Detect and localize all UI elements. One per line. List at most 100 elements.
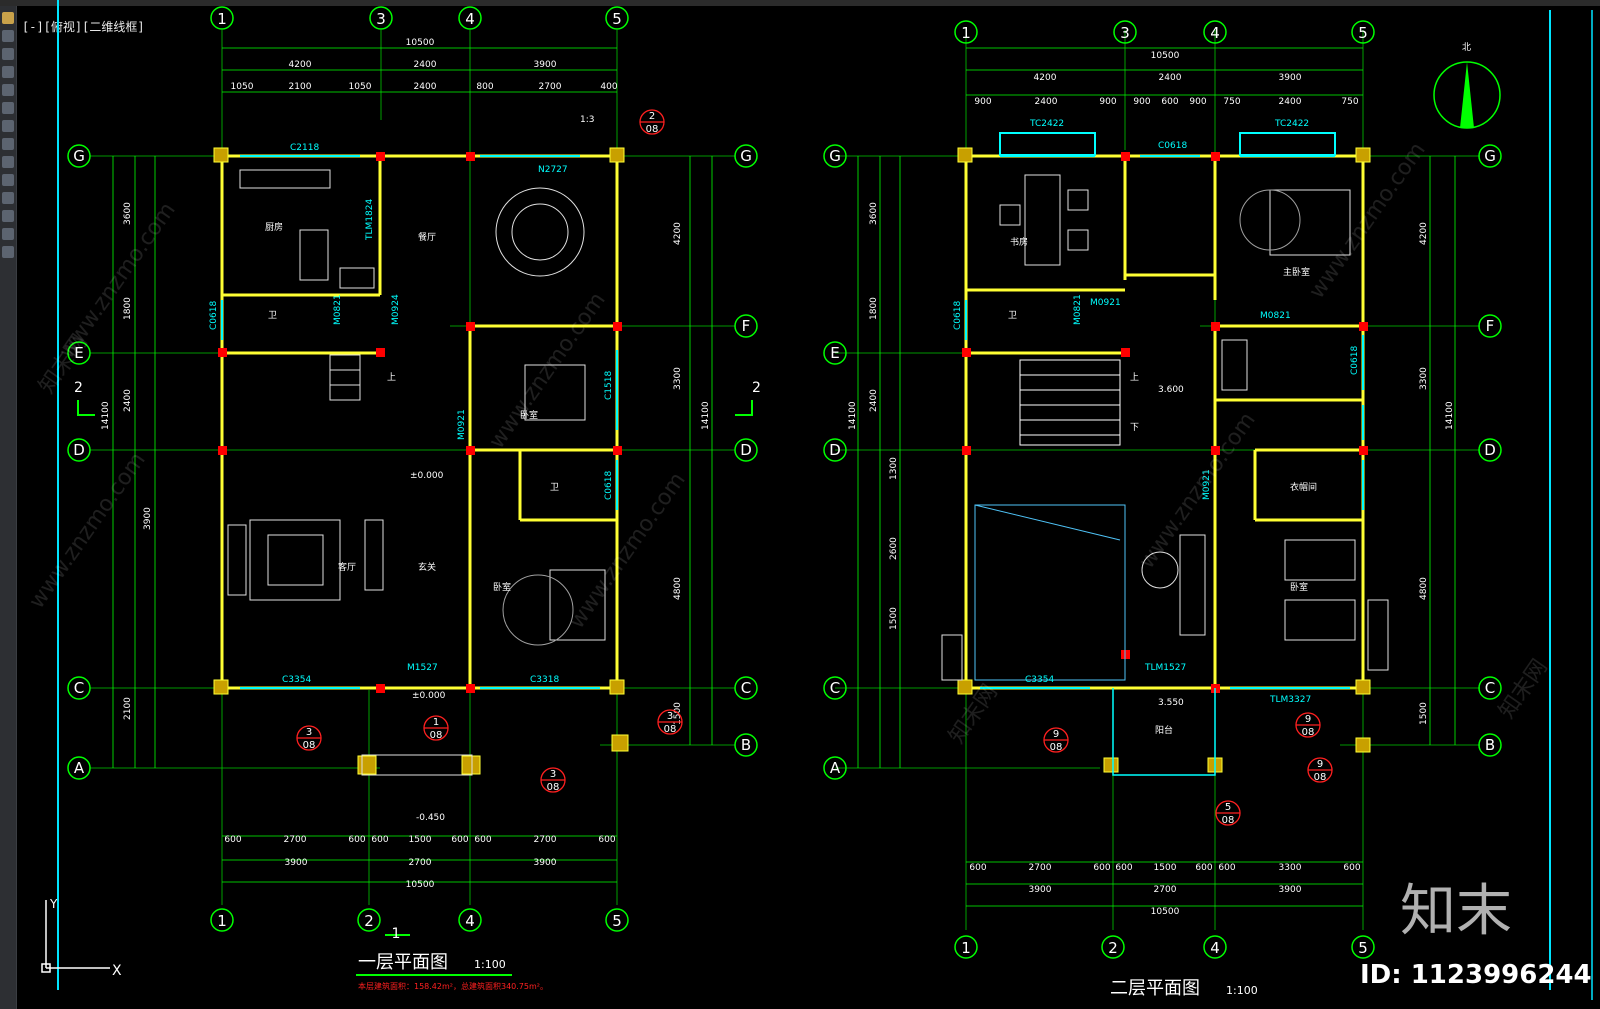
p1-dim-top-r2-4: 800 — [476, 82, 493, 92]
p2-room-balcony: 阳台 — [1155, 724, 1173, 736]
p1-window-C1518: C1518 — [604, 371, 614, 400]
polyline-tool-icon[interactable] — [2, 48, 14, 60]
watermark-url-4: www.znzmo.com — [564, 468, 690, 633]
watermark-url-2: www.znzmo.com — [24, 448, 150, 613]
p1-grid-bottom-5: 5 — [612, 912, 622, 930]
p2-dim-bot-r2-1: 2700 — [1154, 885, 1177, 895]
move-tool-icon[interactable] — [2, 102, 14, 114]
p1-grid-row-G-left: G — [73, 147, 85, 165]
p1-dim-right-0: 4200 — [673, 222, 683, 245]
p2-door-TLM1527: TLM1527 — [1144, 663, 1186, 673]
p2-callout-2-sheet: 08 — [1302, 727, 1315, 738]
line-tool-icon[interactable] — [2, 30, 14, 42]
watermark-cn-3: 知末网 — [1494, 655, 1552, 723]
p2-north-label: 北 — [1462, 42, 1471, 53]
p2-dim-bot-r1-2: 600 — [1093, 863, 1110, 873]
p2-grid-row-G-left: G — [829, 147, 841, 165]
p2-callout-1-num: 9 — [1053, 729, 1059, 740]
p1-grid-row-F-right: F — [742, 317, 751, 335]
p2-grid-bottom-1: 1 — [961, 939, 971, 957]
p1-grid-row-C-right: C — [741, 679, 751, 697]
p2-dim-right-3: 1500 — [1419, 702, 1429, 725]
p1-dim-right-2: 4800 — [673, 577, 683, 600]
p2-door-M0921-a: M0921 — [1090, 298, 1121, 308]
p1-grid-row-D-right: D — [740, 441, 752, 459]
p2-window-TC2422-a: TC2422 — [1029, 119, 1064, 129]
p2-dim-bot-r1-4: 1500 — [1154, 863, 1177, 873]
p2-dim-top-r2-8: 750 — [1341, 97, 1358, 107]
second-floor-plan — [835, 30, 1480, 930]
p2-grid-row-G-right: G — [1484, 147, 1496, 165]
circle-tool-icon[interactable] — [2, 120, 14, 132]
watermark-url-6: www.znzmo.com — [1304, 138, 1430, 303]
p1-dim-bot-r1-6: 600 — [474, 835, 491, 845]
dimension-tool-icon[interactable] — [2, 174, 14, 186]
hatch-tool-icon[interactable] — [2, 138, 14, 150]
block-tool-icon[interactable] — [2, 192, 14, 204]
p2-window-C3354: C3354 — [1025, 675, 1054, 685]
properties-tool-icon[interactable] — [2, 246, 14, 258]
layer-tool-icon[interactable] — [2, 210, 14, 222]
p1-callout-3-sheet: 08 — [430, 730, 443, 741]
p2-callout-4-num: 5 — [1225, 802, 1231, 813]
brand-logo: 知末 — [1400, 879, 1512, 944]
p2-grid-row-C-right: C — [1485, 679, 1495, 697]
p1-callout-2-sheet: 08 — [303, 740, 316, 751]
p1-dim-bot-r1-8: 600 — [598, 835, 615, 845]
viewport-control-label[interactable]: [-][俯视][二维线框] — [22, 20, 145, 34]
p1-callout-5-sheet: 08 — [664, 724, 677, 735]
p2-dim-top-r1-1: 2400 — [1159, 73, 1182, 83]
p1-door-TLM1824: TLM1824 — [365, 199, 375, 241]
p1-dim-top-total: 10500 — [406, 38, 435, 48]
measure-tool-icon[interactable] — [2, 228, 14, 240]
p2-grid-row-E-left: E — [830, 344, 839, 362]
p1-room-kitchen: 厨房 — [265, 221, 283, 233]
p2-dim-left-2: 2400 — [869, 389, 879, 412]
pencil-tool-icon[interactable] — [2, 12, 14, 24]
p2-room-study: 书房 — [1010, 236, 1028, 248]
p2-grid-row-B-right: B — [1485, 736, 1495, 754]
resource-id: ID: 1123996244 — [1360, 960, 1592, 990]
app-top-bar — [0, 0, 1600, 6]
p2-callout-3-sheet: 08 — [1314, 772, 1327, 783]
p1-area-note: 本层建筑面积：158.42m²，总建筑面积340.75m²。 — [358, 981, 548, 991]
p1-dim-bot-r1-4: 1500 — [409, 835, 432, 845]
p1-room-bed1: 卧室 — [520, 409, 538, 421]
watermark-cn-2: 知末网 — [944, 680, 1002, 748]
p2-room-master: 主卧室 — [1283, 266, 1310, 278]
p1-callout-5-num: 3 — [667, 711, 673, 722]
p2-room-bed: 卧室 — [1290, 581, 1308, 593]
p1-dim-left-4: 2100 — [123, 697, 133, 720]
p2-grid-top-3: 3 — [1120, 24, 1130, 42]
p1-door-M0924: M0924 — [391, 294, 401, 325]
p1-dim-top-r1-1: 2400 — [414, 60, 437, 70]
p1-dim-bot-r1-1: 2700 — [284, 835, 307, 845]
p1-level-living: ±0.000 — [410, 471, 444, 481]
p1-room-living: 客厅 — [338, 561, 356, 573]
watermark-url-5: www.znzmo.com — [1134, 408, 1260, 573]
p1-window-C2118: C2118 — [290, 143, 319, 153]
rectangle-tool-icon[interactable] — [2, 84, 14, 96]
p1-dim-right-1: 3300 — [673, 367, 683, 390]
text-tool-icon[interactable] — [2, 156, 14, 168]
p2-grid-top-4: 4 — [1210, 24, 1220, 42]
p2-dim-bot-r1-6: 600 — [1218, 863, 1235, 873]
p2-callout-3-num: 9 — [1317, 759, 1323, 770]
p2-plan-scale: 1:100 — [1226, 984, 1258, 997]
p1-grid-bottom-2: 2 — [364, 912, 374, 930]
p1-dim-bot-r2-2: 3900 — [534, 858, 557, 868]
p1-dim-top-r2-2: 1050 — [349, 82, 372, 92]
p1-dim-top-r2-5: 2700 — [539, 82, 562, 92]
p2-room-closet: 衣帽间 — [1290, 481, 1317, 493]
p1-callout-1-num: 2 — [649, 111, 655, 122]
p2-dim-left-0: 3600 — [869, 202, 879, 225]
p2-grid-row-A-left: A — [830, 759, 841, 777]
arc-tool-icon[interactable] — [2, 66, 14, 78]
north-arrow-icon — [1433, 61, 1501, 129]
p2-dim-top-r2-7: 2400 — [1279, 97, 1302, 107]
p1-callout-2-num: 3 — [306, 727, 312, 738]
left-toolbar — [0, 6, 17, 1009]
p2-plan-title: 二层平面图 — [1110, 978, 1200, 999]
p1-window-C3318: C3318 — [530, 675, 559, 685]
